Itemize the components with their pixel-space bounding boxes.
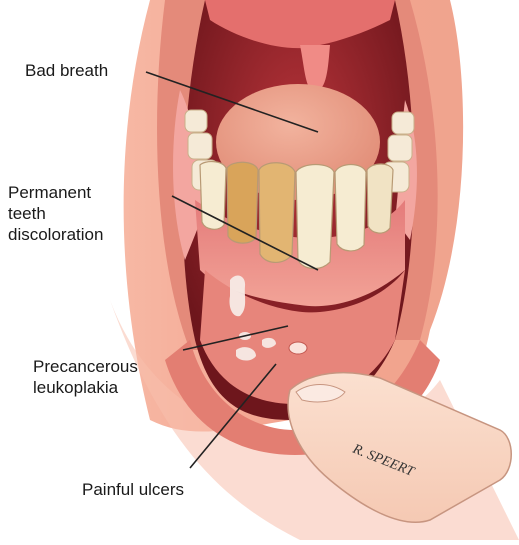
label-bad-breath: Bad breath <box>25 60 108 81</box>
label-teeth-line-3: discoloration <box>8 224 103 245</box>
label-leukoplakia: Precancerous leukoplakia <box>33 356 138 398</box>
label-teeth-line-1: Permanent <box>8 182 103 203</box>
label-leukoplakia-line-1: Precancerous <box>33 356 138 377</box>
ulcer <box>289 342 307 354</box>
label-painful-ulcers-text: Painful ulcers <box>82 479 184 500</box>
label-bad-breath-text: Bad breath <box>25 60 108 81</box>
label-painful-ulcers: Painful ulcers <box>82 479 184 500</box>
label-teeth-discoloration: Permanent teeth discoloration <box>8 182 103 245</box>
label-teeth-line-2: teeth <box>8 203 103 224</box>
label-leukoplakia-line-2: leukoplakia <box>33 377 138 398</box>
